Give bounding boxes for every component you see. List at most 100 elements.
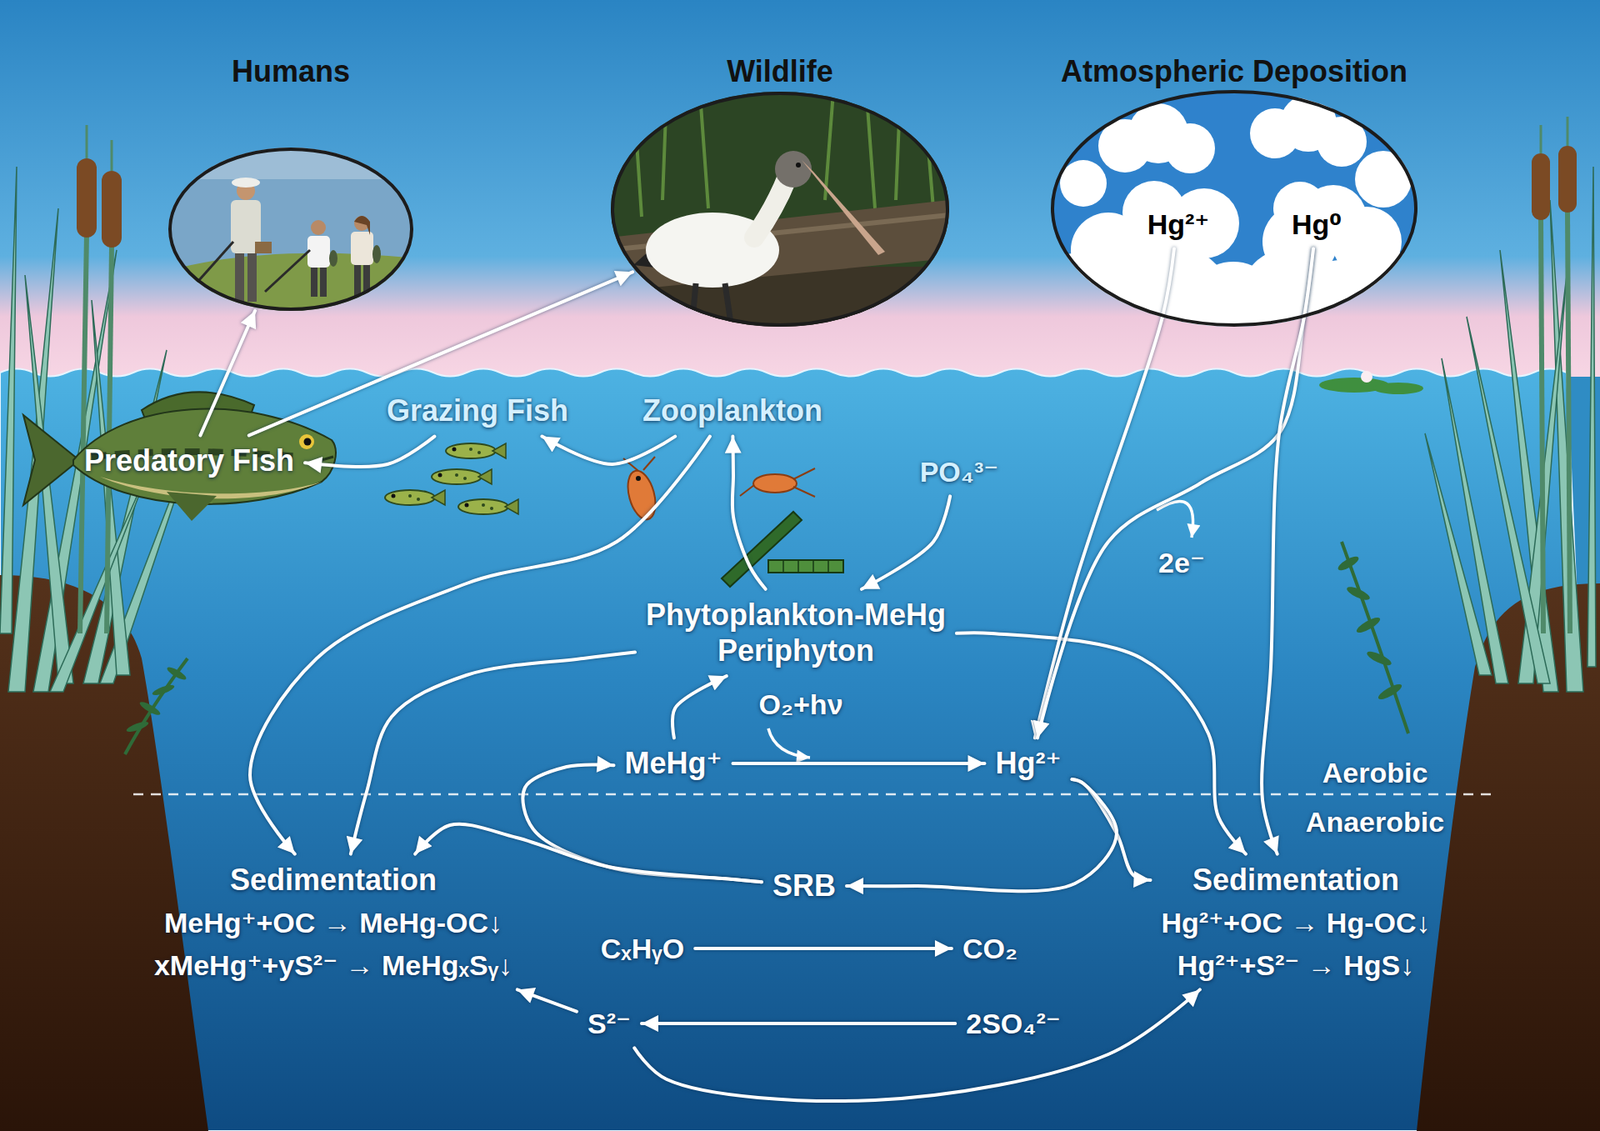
ellipse-outline <box>1052 91 1416 325</box>
grazing-fish-figure <box>469 447 473 451</box>
bacteria-label: SRB <box>764 862 845 909</box>
flow-arrow <box>250 436 710 855</box>
node-label: CO₂ <box>962 931 1018 966</box>
lake-bank <box>0 575 1600 1131</box>
grazing-fish-figure <box>458 499 519 515</box>
cloud-photo <box>1028 87 1435 359</box>
node-label: Zooplankton <box>642 392 823 429</box>
water-weed <box>138 700 162 718</box>
cattail <box>110 140 114 171</box>
ellipse-outline <box>168 147 414 311</box>
humans-photo <box>307 235 330 268</box>
photo-ellipse: Wildlife <box>610 91 950 327</box>
flow-arrow <box>350 651 635 854</box>
grazing-fish-figure <box>505 499 519 515</box>
grazing-fish-figure <box>477 450 481 455</box>
flow-arrow <box>1261 248 1314 854</box>
flow-arrow <box>200 310 255 436</box>
grazing-fish-figure <box>465 503 470 508</box>
grazing-fish-figure <box>431 490 445 505</box>
photo-ellipse: Hg²⁺Hg⁰Atmospheric Deposition <box>1050 90 1418 327</box>
flow-arrow <box>415 824 762 883</box>
zooplankton-figure <box>643 456 655 470</box>
node-label: CₓHᵧO <box>600 931 685 966</box>
humans-photo <box>255 241 272 254</box>
sediment-box: SedimentationHg²⁺+OC → Hg-OC↓Hg²⁺+S²⁻ → … <box>1153 856 1440 988</box>
water-weed <box>1345 584 1371 603</box>
humans-photo <box>329 250 338 267</box>
cattail <box>85 125 89 159</box>
organism-label: Grazing Fish <box>378 387 577 434</box>
node-label: 2SO₄²⁻ <box>965 1006 1061 1041</box>
grazing-fish-figure <box>445 443 506 459</box>
ellipse-heading: Atmospheric Deposition <box>1060 53 1408 90</box>
cattail <box>1567 210 1570 634</box>
cattail <box>101 170 122 248</box>
zooplankton-figure <box>623 467 661 523</box>
cattail <box>80 233 87 634</box>
predatory-fish-figure <box>100 476 322 499</box>
reed-plants <box>1587 166 1596 667</box>
humans-photo <box>350 231 374 265</box>
ellipse-outline <box>610 91 950 327</box>
organism-label: Predatory Fish <box>75 437 303 484</box>
leader-arrow <box>1156 500 1194 538</box>
humans-photo <box>231 177 260 188</box>
lily-pad <box>1319 370 1424 395</box>
water-weed <box>1355 615 1383 636</box>
flow-arrow <box>695 946 952 950</box>
lily-pad <box>1360 370 1373 383</box>
node-label: S²⁻ <box>587 1006 631 1041</box>
grazing-fish-figure <box>385 490 435 505</box>
wildlife-photo <box>775 150 812 188</box>
cloud-photo <box>1165 123 1215 174</box>
reed-plants <box>50 466 150 692</box>
mercury-species: MeHg⁺ <box>616 740 731 786</box>
node-label: Hg⁰ <box>1291 207 1342 242</box>
cattail <box>1540 125 1543 154</box>
oxic-boundary-line <box>133 793 1492 796</box>
grazing-fish-figure <box>431 469 482 485</box>
humans-photo <box>372 245 381 264</box>
flow-arrow <box>249 271 633 435</box>
water-weed <box>125 658 188 755</box>
flow-arrow <box>634 989 1200 1101</box>
mercury-species: Hg⁰ <box>1283 202 1350 247</box>
reaction-formula: Hg²⁺+S²⁻ → HgS↓ <box>1161 948 1431 983</box>
wildlife-photo <box>801 160 885 255</box>
node-label: Predatory Fish <box>84 442 295 479</box>
phytoplankton-figure <box>768 560 844 573</box>
sky-background <box>0 0 1600 377</box>
sky-background <box>0 0 1600 377</box>
node-label: Hg²⁺ <box>1147 207 1210 242</box>
grazing-fish-figure <box>478 469 492 485</box>
nutrient-label: PO₄³⁻ <box>911 450 1008 495</box>
phytoplankton-figure <box>721 511 844 587</box>
cattail <box>1540 218 1544 634</box>
grazing-fish-figure <box>385 490 445 505</box>
flow-arrow <box>541 436 675 465</box>
cloud-photo <box>1060 160 1107 207</box>
grazing-fish-figure <box>455 473 459 477</box>
humans-photo <box>354 215 370 235</box>
node-label: Hg²⁺ <box>995 745 1062 781</box>
cloud-photo <box>1355 150 1412 208</box>
reed-plants <box>1550 200 1584 692</box>
water-weed <box>125 719 150 734</box>
zooplankton-figure <box>753 474 797 493</box>
humans-photo <box>166 145 417 317</box>
reaction-formula: xMeHg⁺+yS²⁻ → MeHgₓSᵧ↓ <box>154 948 513 983</box>
water-weed <box>1335 554 1360 574</box>
predatory-fish-figure <box>304 438 312 446</box>
grazing-fish-figure <box>490 506 494 510</box>
flow-arrow <box>732 436 766 590</box>
reaction-condition: O₂+hν <box>758 687 843 722</box>
reaction-formula: Hg²⁺+OC → Hg-OC↓ <box>1161 905 1431 940</box>
ellipse-outline <box>170 149 412 310</box>
lily-pad <box>1373 382 1424 395</box>
water-weed <box>125 541 1409 755</box>
chemical-species: S²⁻ <box>579 1001 640 1046</box>
water-weed <box>1365 649 1393 669</box>
flow-arrow <box>846 779 1117 891</box>
